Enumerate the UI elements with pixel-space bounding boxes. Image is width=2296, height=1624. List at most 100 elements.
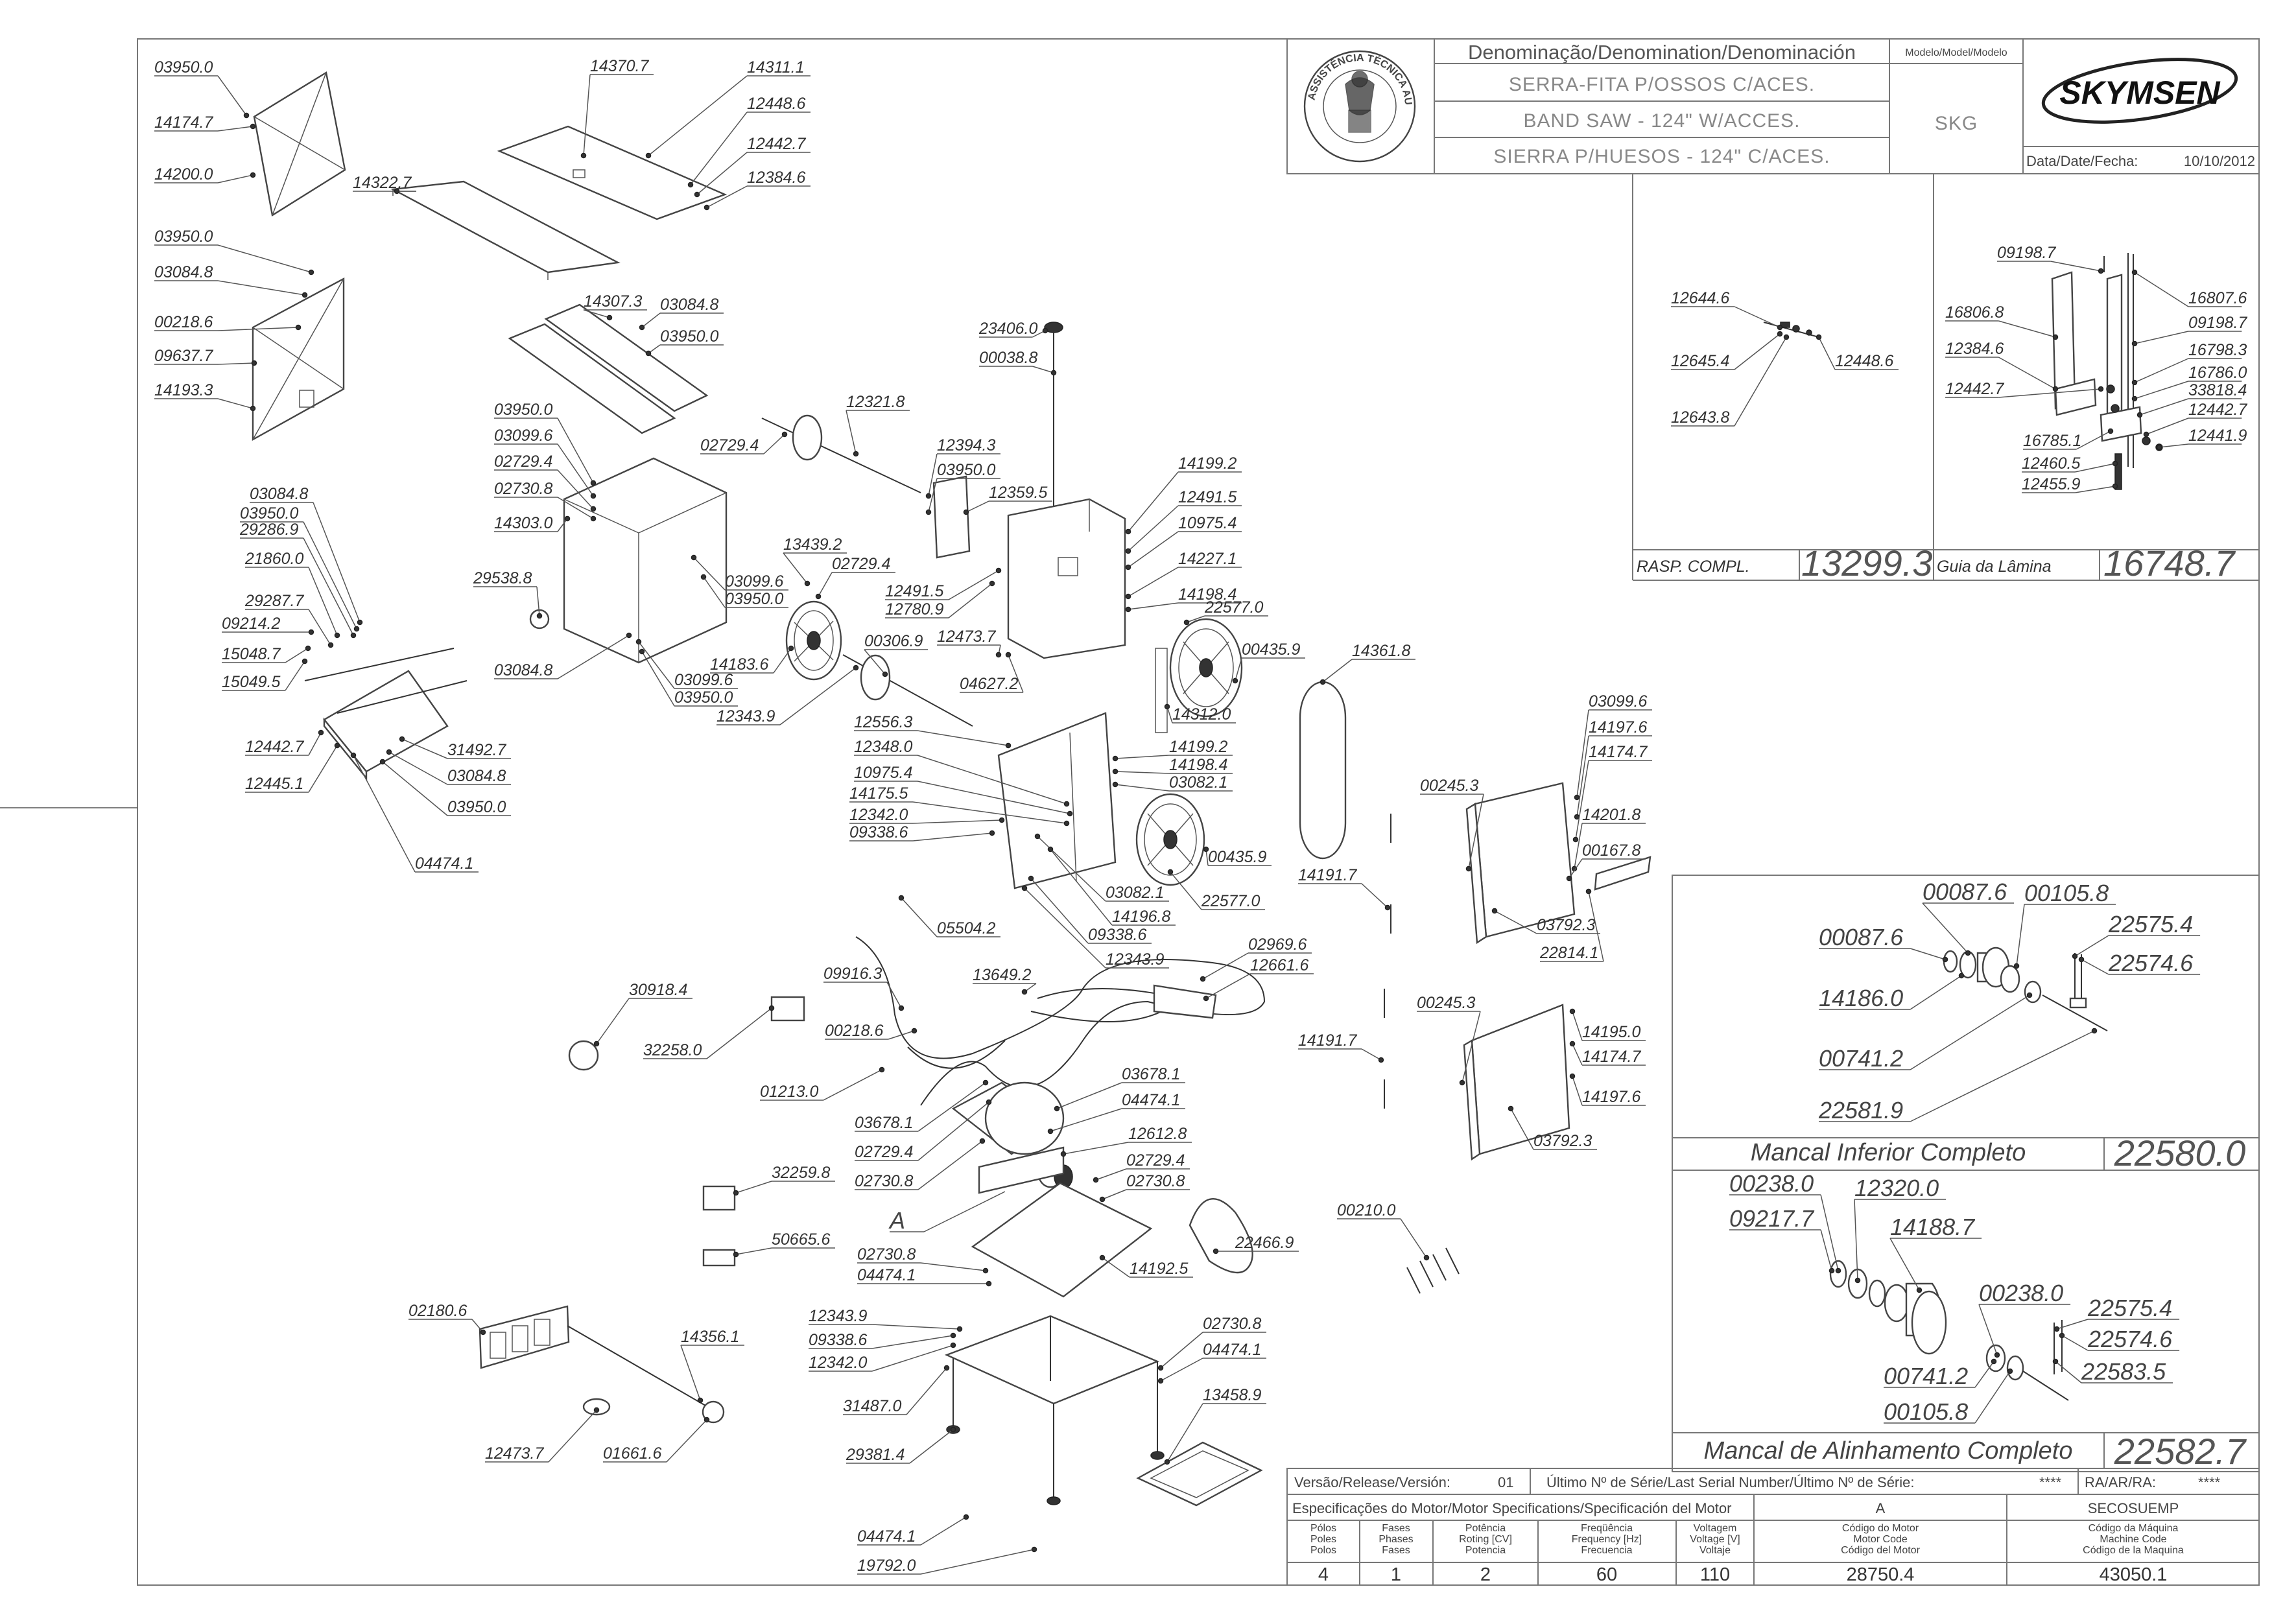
part-number: 03950.0 <box>937 461 995 479</box>
motor-spec-label: Especificações do Motor/Motor Specificat… <box>1292 1500 1731 1516</box>
part-label-19: 02729.4 <box>494 453 597 512</box>
part-number: 03099.6 <box>725 572 783 591</box>
spec-header-3-0: Freqüência <box>1581 1523 1633 1534</box>
part-label-102: 02730.8 <box>857 1245 989 1274</box>
part-label-69: 10975.4 <box>854 764 1073 817</box>
part-number: 22575.4 <box>2087 1295 2172 1321</box>
part-number: 14191.7 <box>1298 866 1357 884</box>
upper-door <box>1474 782 1576 938</box>
part-number: 16806.8 <box>1945 303 2004 322</box>
motor <box>951 1081 1073 1194</box>
part-number: 04474.1 <box>415 854 473 873</box>
part-number: 12320.0 <box>1854 1175 1939 1201</box>
part-number: 14201.8 <box>1582 806 1640 824</box>
part-number: 04474.1 <box>857 1527 916 1546</box>
part-label-143: 12384.6 <box>1945 340 2059 392</box>
part-label-8: 14322.7 <box>353 174 416 194</box>
part-label-95: 04474.1 <box>1047 1091 1185 1135</box>
part-number: 10975.4 <box>1178 514 1237 532</box>
part-number: 00238.0 <box>1979 1280 2063 1306</box>
part-number: 14175.5 <box>849 784 908 803</box>
part-number: 23406.0 <box>978 320 1037 338</box>
spec-header-0-0: Pólos <box>1310 1523 1336 1534</box>
part-label-25: 03084.8 <box>494 632 632 679</box>
part-number: 21860.0 <box>244 550 303 568</box>
part-label-98: 02730.8 <box>1099 1172 1190 1203</box>
part-label-142: 09198.7 <box>2131 314 2247 347</box>
motor-column-header: A <box>1876 1500 1886 1516</box>
part-number: 13458.9 <box>1203 1386 1261 1404</box>
part-label-156: 22575.4 <box>2072 911 2201 959</box>
spec-value-1: 1 <box>1391 1564 1401 1585</box>
part-label-150: 12441.9 <box>2156 427 2247 451</box>
part-number: 14197.6 <box>1589 718 1647 736</box>
part-label-128: 00245.3 <box>1417 994 1481 1086</box>
part-label-38: 31492.7 <box>399 736 511 759</box>
decal-32259 <box>702 1185 736 1211</box>
part-number: 02730.8 <box>1126 1172 1185 1190</box>
part-number: 22814.1 <box>1539 944 1598 962</box>
part-label-99: 32259.8 <box>733 1164 835 1196</box>
machine-column-header: SECOSUEMP <box>2088 1500 2179 1516</box>
part-number: 14198.4 <box>1169 756 1227 774</box>
part-label-37: 12445.1 <box>245 742 340 793</box>
part-label-20: 02730.8 <box>494 480 597 522</box>
part-label-133: 03792.3 <box>1508 1105 1597 1150</box>
part-label-134: 00210.0 <box>1337 1201 1430 1261</box>
part-label-39: 03084.8 <box>386 749 511 785</box>
serial-value: **** <box>2039 1474 2062 1490</box>
part-label-84: 12661.6 <box>1203 956 1314 1002</box>
part-label-1: 14174.7 <box>154 113 256 132</box>
lower-bearing-label: Mancal Inferior Completo <box>1751 1139 2026 1166</box>
date-label: Data/Date/Fecha: <box>2026 153 2138 169</box>
part-label-66: 14361.8 <box>1320 642 1415 685</box>
part-label-122: 14201.8 <box>1571 806 1646 872</box>
upper-wheel-left <box>785 600 842 681</box>
version-value: 01 <box>1498 1474 1513 1490</box>
part-label-59: 12491.5 <box>1125 488 1242 554</box>
part-number: 03950.0 <box>674 688 733 707</box>
part-label-52: 12780.9 <box>885 580 995 618</box>
part-label-140: 16807.6 <box>2131 269 2247 307</box>
part-label-55: 12343.9 <box>716 665 859 725</box>
part-number: 22577.0 <box>1201 892 1260 910</box>
part-number: 03792.3 <box>1537 916 1595 934</box>
part-number: 12342.0 <box>809 1354 867 1372</box>
part-number: 00087.6 <box>1923 878 2007 905</box>
part-label-135: 12644.6 <box>1671 289 1783 331</box>
part-number: 12643.8 <box>1671 408 1729 427</box>
part-number: 14195.0 <box>1582 1023 1640 1041</box>
part-number: 29381.4 <box>846 1446 905 1464</box>
decal-32258 <box>770 996 805 1022</box>
alignment-bearing-label: Mancal de Alinhamento Completo <box>1704 1437 2073 1465</box>
part-label-138: 12643.8 <box>1671 334 1790 427</box>
part-number: 12384.6 <box>747 169 805 187</box>
part-number: 02729.4 <box>1126 1151 1185 1170</box>
part-number: 03678.1 <box>855 1114 913 1132</box>
part-label-147: 33818.4 <box>2136 381 2247 418</box>
part-number: 12442.7 <box>1945 380 2004 398</box>
part-number: 10975.4 <box>854 764 912 782</box>
part-number: 15048.7 <box>222 645 281 663</box>
denomination-header: Denominação/Denomination/Denominación <box>1468 41 1856 64</box>
part-label-22: 29538.8 <box>473 569 543 619</box>
part-number: 03950.0 <box>240 504 298 523</box>
part-label-132: 14191.7 <box>1298 1031 1384 1063</box>
date-value: 10/10/2012 <box>2184 153 2255 169</box>
part-number: 00038.8 <box>979 349 1037 367</box>
part-label-124: 00167.8 <box>1566 841 1646 882</box>
part-number: 02729.4 <box>855 1143 913 1161</box>
part-number: 14200.0 <box>154 165 213 183</box>
part-number: 31487.0 <box>843 1397 901 1415</box>
part-label-34: 15048.7 <box>222 645 311 663</box>
spec-header-6-2: Código de la Maquina <box>2083 1545 2184 1556</box>
part-label-119: 03099.6 <box>1574 692 1652 801</box>
part-number: 01213.0 <box>760 1083 818 1101</box>
band-blade <box>1299 681 1347 860</box>
housing-box <box>563 457 728 664</box>
spec-header-4-1: Voltage [V] <box>1690 1534 1740 1545</box>
part-number: 19792.0 <box>857 1557 916 1575</box>
part-label-78: 03082.1 <box>1034 833 1169 902</box>
guide-label: Guia da Lâmina <box>1937 558 2052 576</box>
